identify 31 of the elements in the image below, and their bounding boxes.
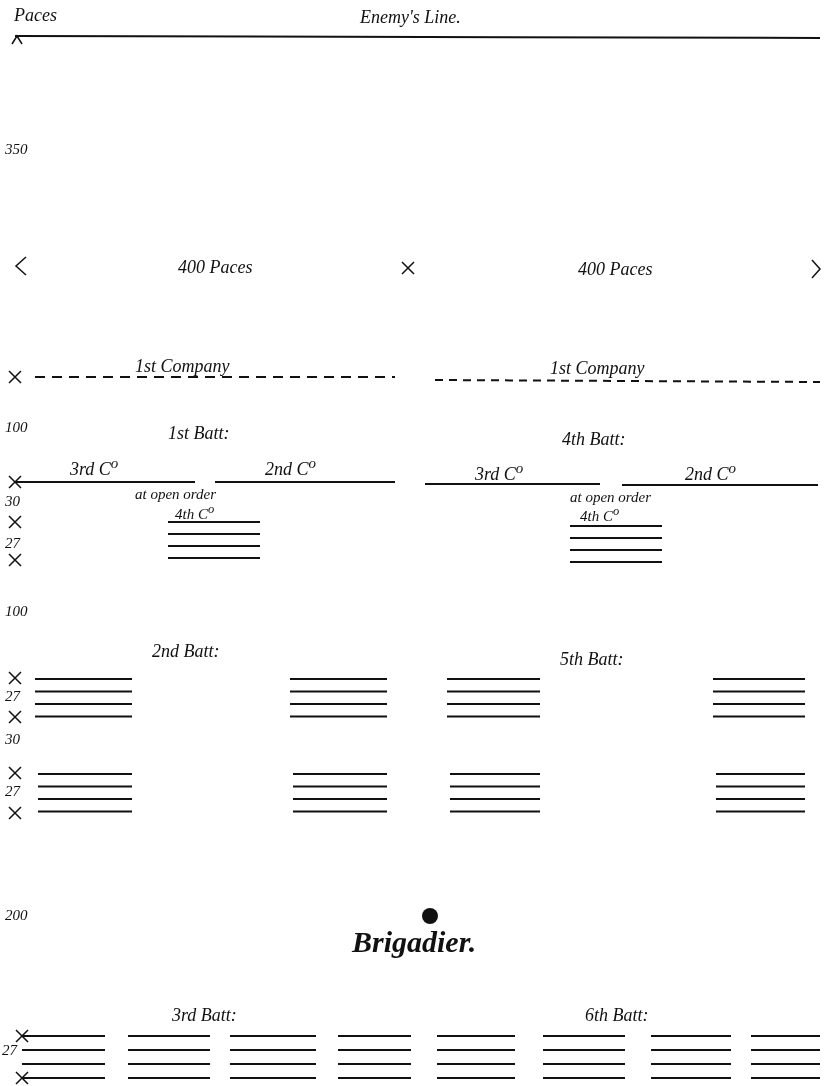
company-label: 1st Company: [135, 357, 230, 375]
axis-heading: Paces: [14, 6, 57, 24]
company-label: 3rd C$^{o}$: [475, 461, 524, 483]
company-label: 4th C$^{o}$: [580, 505, 620, 524]
distance-label: 400 Paces: [178, 258, 253, 276]
battalion-label: 2nd Batt:: [152, 642, 220, 660]
distance-number: 200: [5, 908, 28, 923]
battalion-label: 3rd Batt:: [172, 1006, 237, 1024]
distance-label: 400 Paces: [578, 260, 653, 278]
order-note: at open order: [570, 490, 652, 505]
distance-number: 27: [2, 1043, 17, 1058]
company-label: 2nd C$^{o}$: [685, 461, 736, 483]
company-label: 1st Company: [550, 359, 645, 377]
battalion-label: 1st Batt:: [168, 424, 230, 442]
distance-number: 30: [5, 494, 20, 509]
company-label: 2nd C$^{o}$: [265, 456, 316, 478]
company-label: 3rd C$^{o}$: [70, 456, 119, 478]
distance-number: 350: [5, 142, 28, 157]
company-label: 4th C$^{o}$: [175, 503, 215, 522]
brigadier-label: Brigadier.: [352, 927, 477, 957]
distance-number: 100: [5, 604, 28, 619]
distance-number: 30: [5, 732, 20, 747]
distance-number: 27: [5, 689, 20, 704]
distance-number: 100: [5, 420, 28, 435]
enemy-line-label: Enemy's Line.: [360, 8, 461, 26]
order-note: at open order: [135, 487, 217, 502]
distance-number: 27: [5, 536, 20, 551]
battalion-label: 4th Batt:: [562, 430, 626, 448]
battalion-label: 5th Batt:: [560, 650, 624, 668]
battalion-label: 6th Batt:: [585, 1006, 649, 1024]
distance-number: 27: [5, 784, 20, 799]
